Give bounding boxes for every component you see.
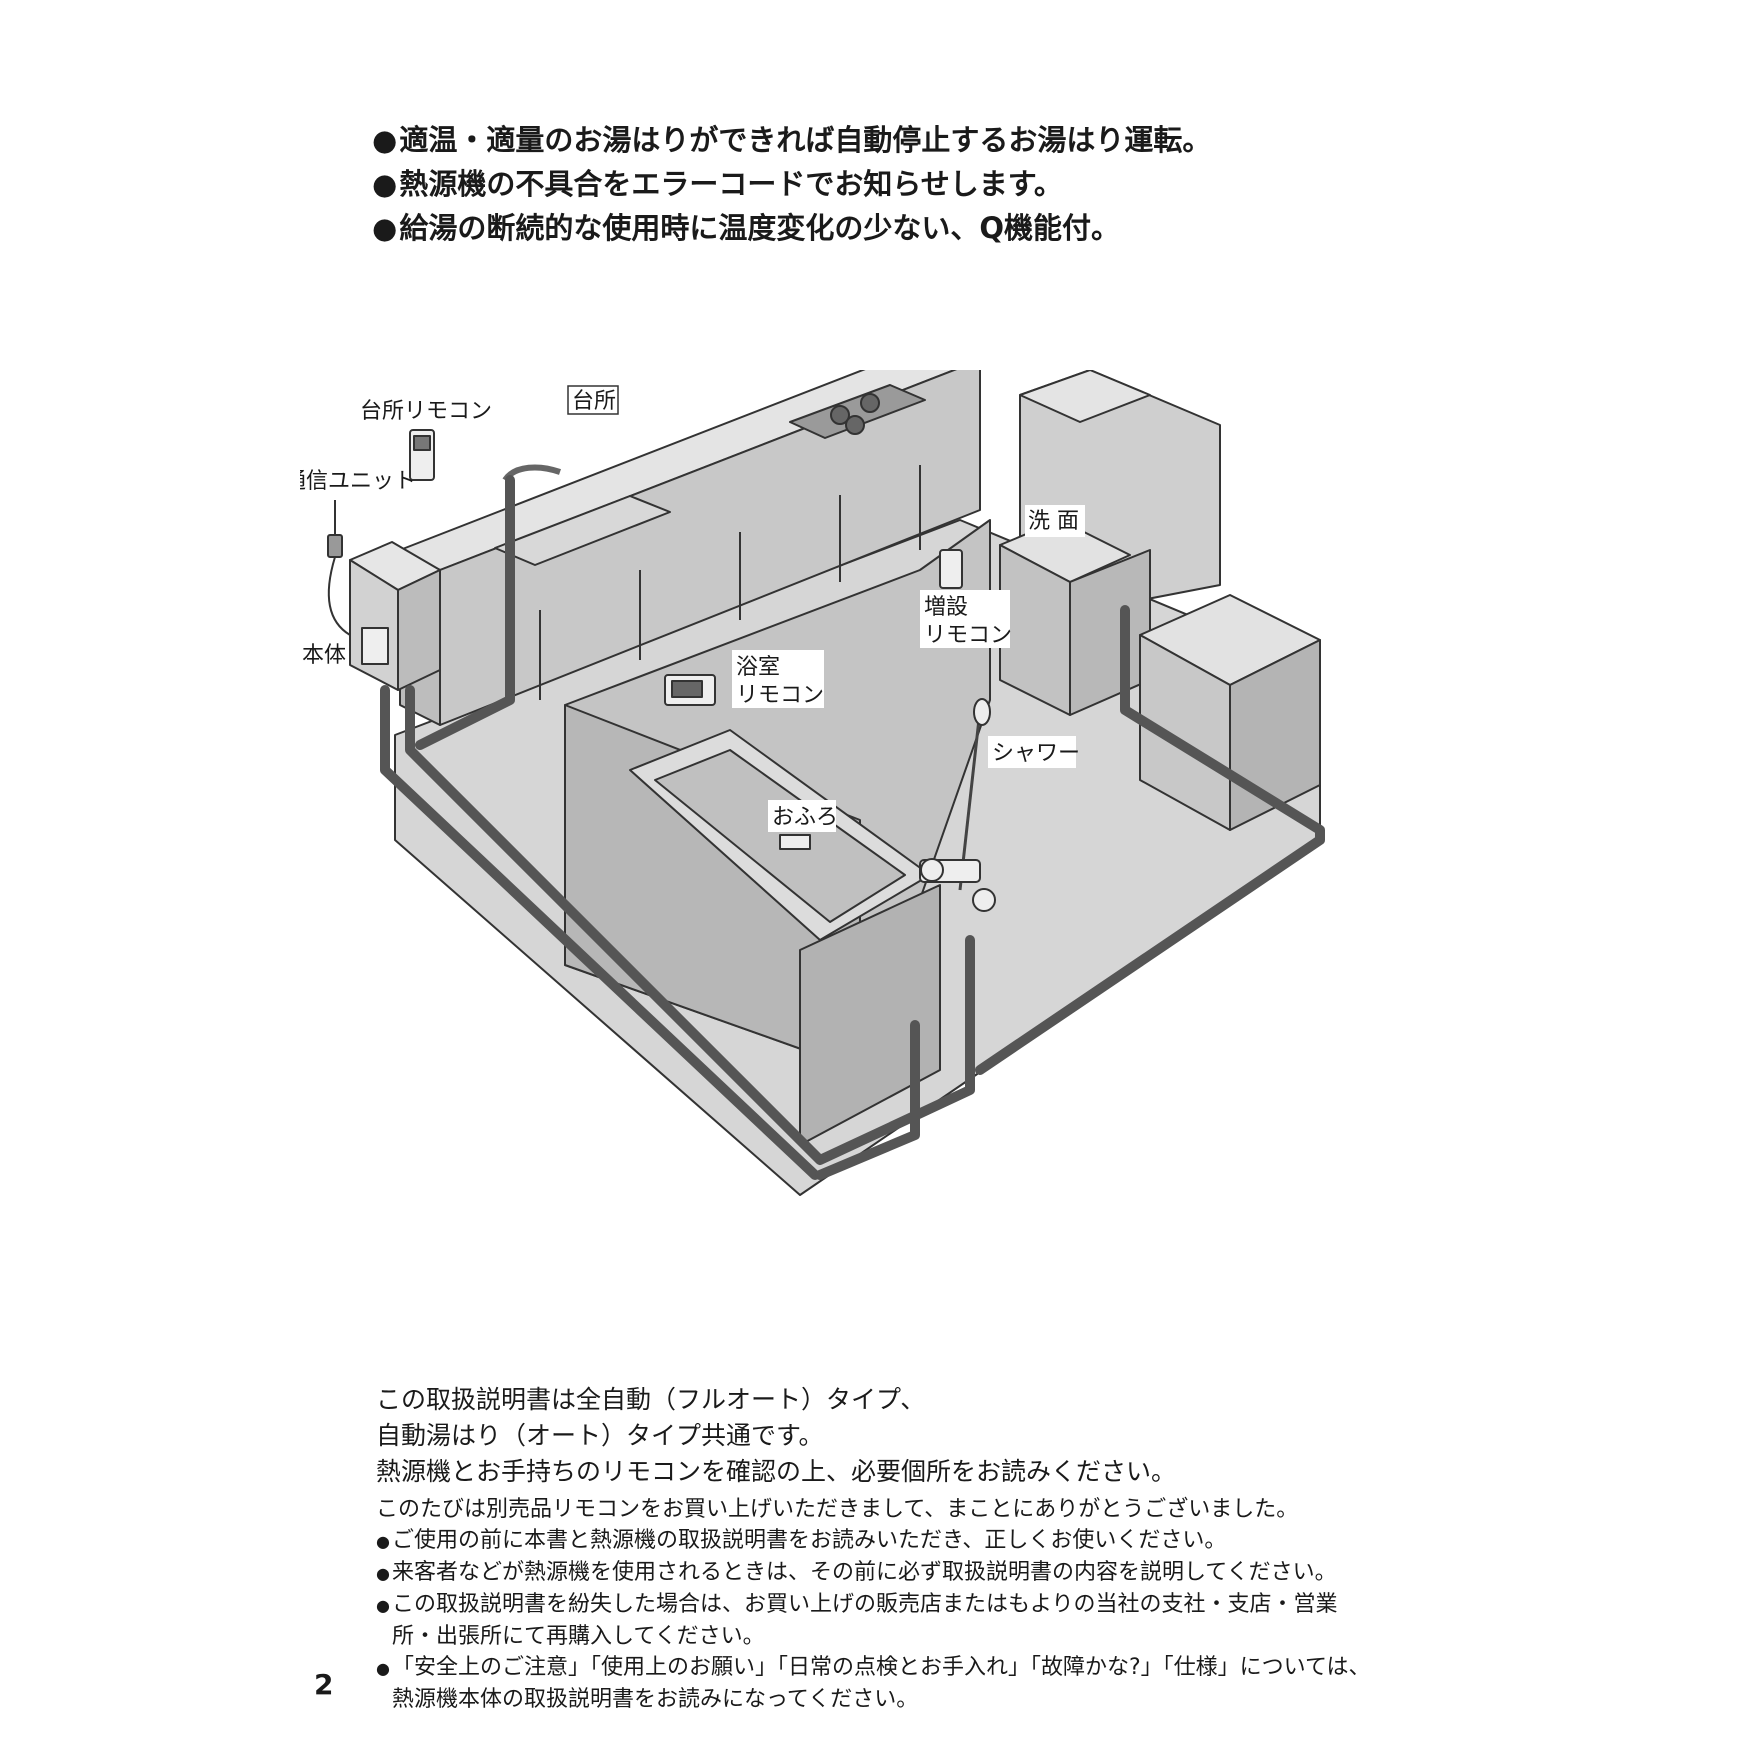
intro-line: この取扱説明書は全自動（フルオート）タイプ、 [376,1385,926,1414]
feature-item: 給湯の断続的な使用時に温度変化の少ない、Q機能付。 [372,206,1211,250]
intro-line: 熱源機とお手持ちのリモコンを確認の上、必要個所をお読みください。 [376,1457,1177,1486]
notes-item: ご使用の前に本書と熱源機の取扱説明書をお読みいただき、正しくお使いください。 [376,1525,1371,1557]
notes-item: 「安全上のご注意」「使用上のお願い」「日常の点検とお手入れ」「故障かな?」「仕様… [376,1652,1371,1715]
feature-list: 適温・適量のお湯はりができれば自動停止するお湯はり運転。 熱源機の不具合をエラー… [372,118,1211,250]
shower-mixer [919,858,996,912]
notes-list: ご使用の前に本書と熱源機の取扱説明書をお読みいただき、正しくお使いください。 来… [376,1525,1371,1715]
label-bath-remote-line2: リモコン [736,683,824,708]
bathtub [629,729,941,1146]
notes-lead: このたびは別売品リモコンをお買い上げいただきまして、まことにありがとうございまし… [376,1497,1299,1522]
notes-item: 来客者などが熱源機を使用されるときは、その前に必ず取扱説明書の内容を説明してくだ… [376,1557,1371,1589]
label-washroom: 洗 面 [1028,509,1079,534]
label-bath: おふろ [772,805,838,830]
washing-machine [1139,594,1321,831]
intro-line: 自動湯はり（オート）タイプ共通です。 [376,1421,824,1450]
label-kitchen-room: 台所 [572,389,616,414]
comm-unit-device [327,534,343,558]
intro-text: この取扱説明書は全自動（フルオート）タイプ、 自動湯はり（オート）タイプ共通です… [376,1382,1176,1490]
label-comm-unit: 通信ユニット [300,469,416,494]
notes-item: この取扱説明書を紛失した場合は、お買い上げの販売店またはもよりの当社の支社・支店… [376,1589,1371,1652]
label-bath-remote-line1: 浴室 [736,655,780,680]
notes-section: このたびは別売品リモコンをお買い上げいただきまして、まことにありがとうございまし… [376,1494,1371,1715]
label-main-unit: 本体 [302,643,346,668]
extra-remote-device [939,549,963,589]
piping [380,475,1325,1180]
label-kitchen-remote: 台所リモコン [360,399,492,424]
page-number: 2 [314,1668,334,1701]
label-shower: シャワー [992,741,1080,766]
feature-item: 熱源機の不具合をエラーコードでお知らせします。 [372,162,1211,206]
house-plumbing-illustration: 台所 台所リモコン 通信ユニット 本体 洗 面 増設 リモコン 浴室 リモコン … [300,370,1325,1196]
label-extra-remote-line1: 増設 [924,595,968,620]
water-heater-unit [349,541,441,691]
feature-item: 適温・適量のお湯はりができれば自動停止するお湯はり運転。 [372,118,1211,162]
label-extra-remote-line2: リモコン [924,623,1012,648]
